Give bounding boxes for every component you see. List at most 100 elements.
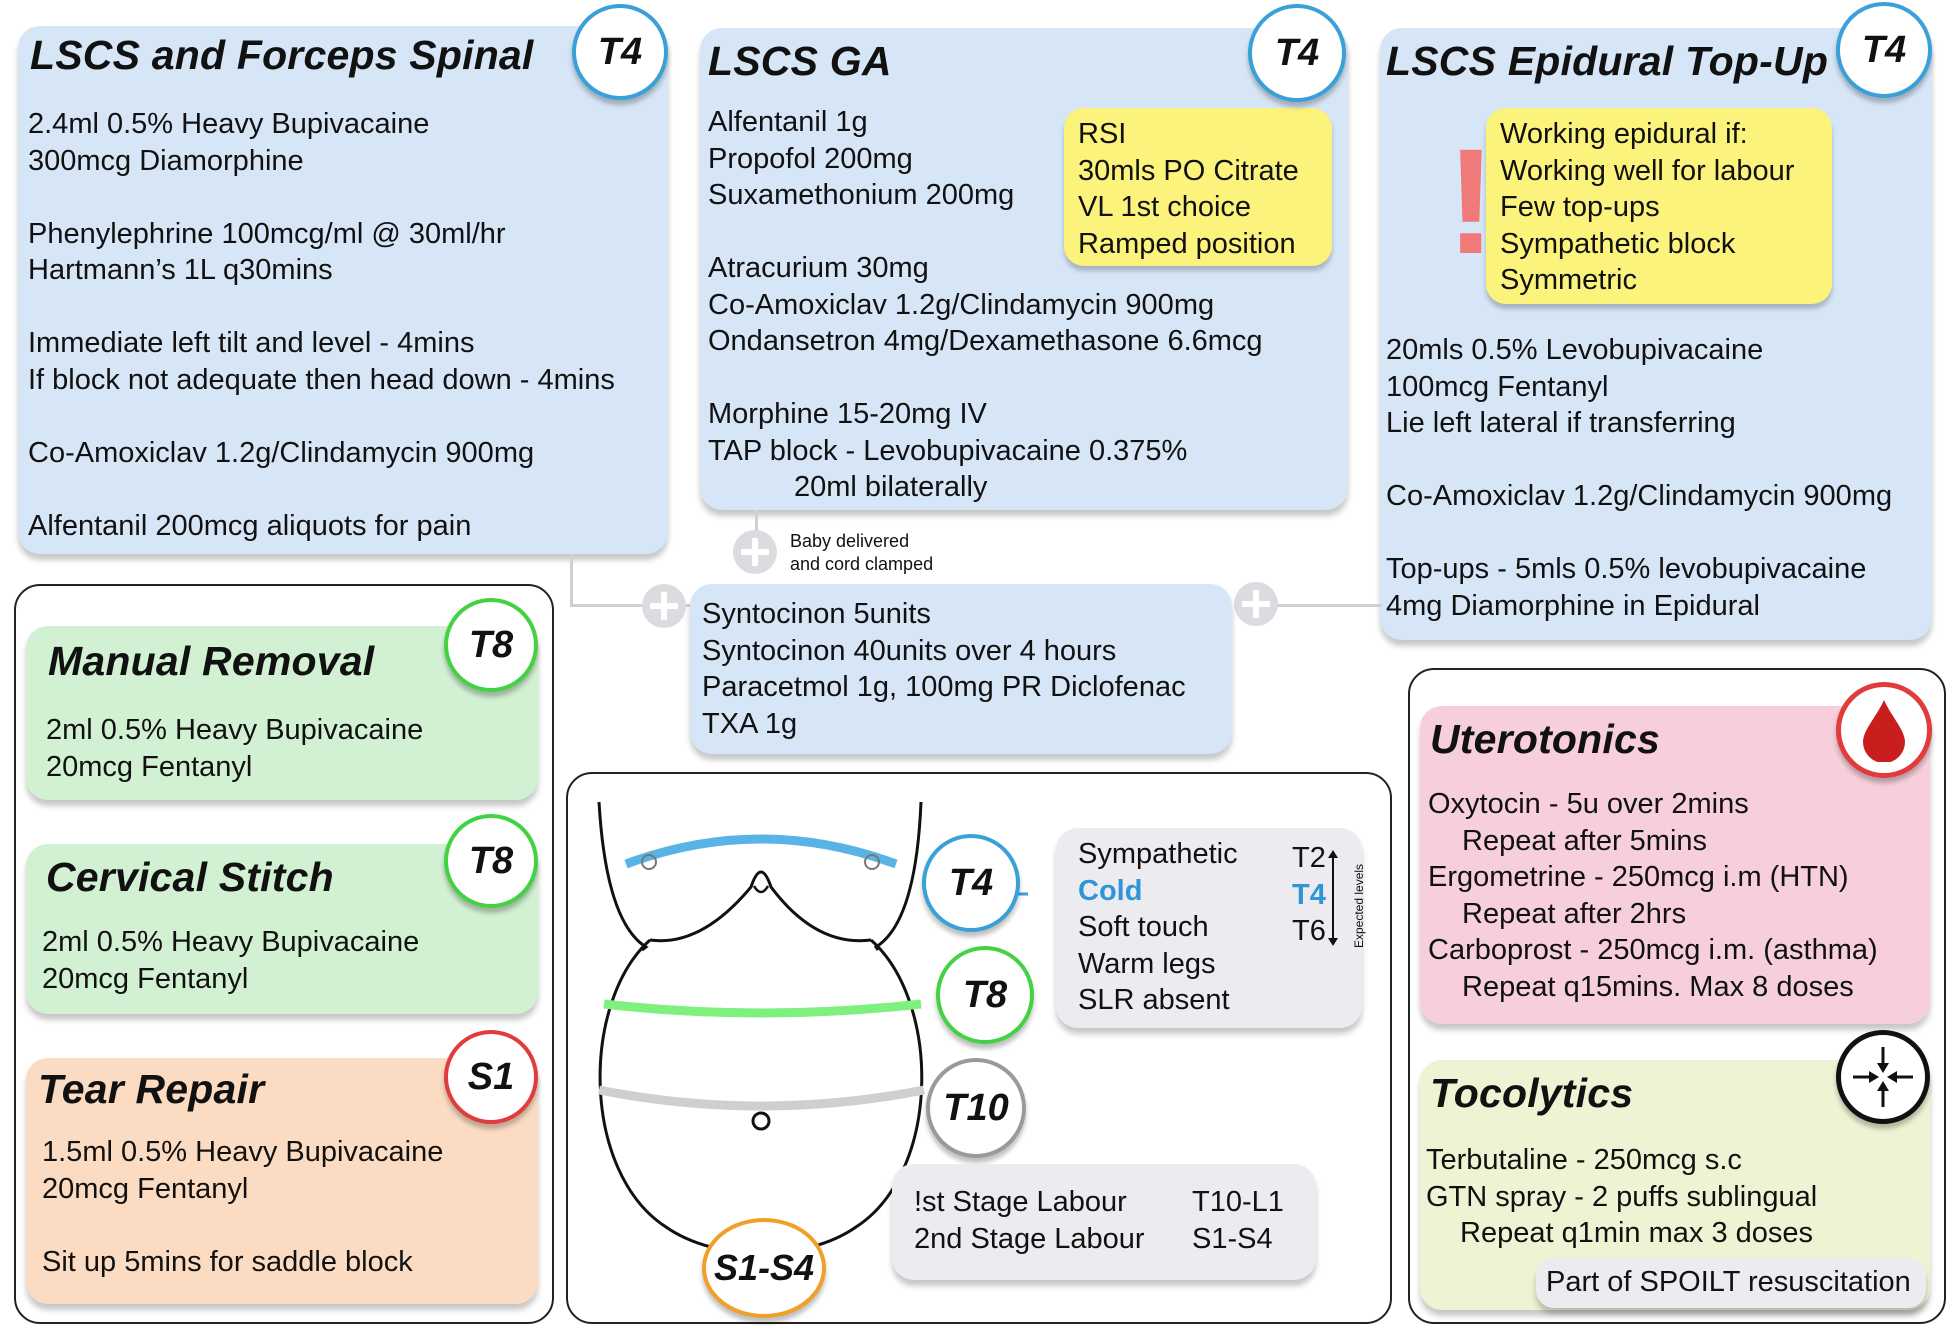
spinal-level-badge: T4 — [572, 4, 668, 100]
syntocinon-line: Syntocinon 40units over 4 hours — [702, 634, 1117, 667]
labour-stage-level: T10-L1 — [1192, 1186, 1284, 1218]
ga-note-line: VL 1st choice — [1078, 191, 1252, 223]
tocolytics-title: Tocolytics — [1430, 1070, 1634, 1116]
tocolytics-line: Repeat q1min max 3 doses — [1460, 1217, 1814, 1249]
tocolytics-body: Terbutaline - 250mcg s.c GTN spray - 2 p… — [1426, 1142, 1817, 1252]
uterotonics-card: Uterotonics Oxytocin - 5u over 2mins Rep… — [1420, 706, 1930, 1024]
manual-removal-level-badge: T8 — [444, 598, 538, 692]
ga-line: 20ml bilaterally — [794, 471, 988, 503]
dermatome-list: T2 T4 T6 — [1292, 840, 1326, 950]
spinal-title: LSCS and Forceps Spinal — [30, 32, 534, 78]
spinal-line: 2.4ml 0.5% Heavy Bupivacaine — [28, 108, 430, 140]
ga-note-line: 30mls PO Citrate — [1078, 154, 1299, 187]
plus-connector-icon — [1234, 582, 1278, 626]
spinal-line: If block not adequate then head down - 4… — [28, 363, 615, 396]
ga-title: LSCS GA — [708, 38, 892, 84]
epidural-level-badge: T4 — [1836, 2, 1932, 98]
epidural-line: Co-Amoxiclav 1.2g/Clindamycin 900mg — [1386, 480, 1893, 512]
epidural-line: 100mcg Fentanyl — [1386, 370, 1609, 403]
ga-line: Morphine 15-20mg IV — [708, 398, 987, 430]
spinal-card: LSCS and Forceps Spinal 2.4ml 0.5% Heavy… — [18, 26, 668, 554]
ga-body: Alfentanil 1g Propofol 200mg Suxamethoni… — [708, 104, 1263, 506]
expected-range-arrow-icon — [1328, 850, 1338, 946]
sensation-item-cold: Cold — [1078, 874, 1143, 907]
ga-line: Atracurium 30mg — [708, 252, 929, 284]
uterotonics-line: Repeat after 2hrs — [1462, 897, 1687, 930]
syntocinon-line: Paracetmol 1g, 100mg PR Diclofenac — [702, 671, 1186, 703]
connector-spinal-vert — [570, 554, 573, 606]
ga-line: Co-Amoxiclav 1.2g/Clindamycin 900mg — [708, 288, 1215, 321]
spinal-line: Co-Amoxiclav 1.2g/Clindamycin 900mg — [28, 436, 535, 469]
spinal-line — [28, 471, 615, 508]
ga-card: LSCS GA Alfentanil 1g Propofol 200mg Sux… — [700, 28, 1348, 510]
baby-line: Baby delivered — [790, 531, 910, 551]
epidural-note-line: Symmetric — [1500, 264, 1637, 296]
cervical-stitch-level-badge: T8 — [444, 814, 538, 908]
manual-line: 2ml 0.5% Heavy Bupivacaine — [46, 714, 424, 746]
labour-stage-levels: T10-L1 S1-S4 — [1192, 1184, 1284, 1257]
tocolytics-card: Tocolytics Terbutaline - 250mcg s.c GTN … — [1420, 1060, 1930, 1310]
uterotonics-line: Repeat after 5mins — [1462, 824, 1708, 857]
ga-note-line: Ramped position — [1078, 227, 1296, 260]
epidural-note-line: Few top-ups — [1500, 191, 1660, 223]
spinal-line — [28, 179, 615, 216]
ga-line: Propofol 200mg — [708, 142, 913, 175]
manual-removal-body: 2ml 0.5% Heavy Bupivacaine 20mcg Fentany… — [46, 712, 423, 785]
s1-s4-level-badge: S1-S4 — [702, 1218, 826, 1318]
connector-epidural-horiz — [1250, 604, 1382, 607]
cervical-stitch-title: Cervical Stitch — [46, 854, 334, 900]
epidural-title: LSCS Epidural Top-Up — [1386, 38, 1829, 84]
tear-line: 1.5ml 0.5% Heavy Bupivacaine — [42, 1136, 444, 1168]
labour-stage-name: 2nd Stage Labour — [914, 1222, 1145, 1255]
ga-line — [708, 360, 1263, 397]
epidural-line — [1386, 515, 1892, 552]
ga-level-badge: T4 — [1248, 4, 1346, 102]
labour-stage-name: !st Stage Labour — [914, 1186, 1127, 1218]
spinal-line: Phenylephrine 100mcg/ml @ 30ml/hr — [28, 217, 506, 250]
t4-level-badge: T4 — [922, 834, 1020, 932]
epidural-line: 20mls 0.5% Levobupivacaine — [1386, 334, 1764, 366]
tocolytics-line: Terbutaline - 250mcg s.c — [1426, 1144, 1742, 1176]
sensation-levels-panel: Sympathetic Cold Soft touch Warm legs SL… — [1056, 828, 1366, 1028]
dermatome-item-target: T4 — [1292, 878, 1326, 911]
uterotonics-line: Carboprost - 250mcg i.m. (asthma) — [1428, 934, 1878, 966]
spinal-line: Hartmann’s 1L q30mins — [28, 254, 333, 286]
epidural-body: 20mls 0.5% Levobupivacaine 100mcg Fentan… — [1386, 332, 1892, 624]
baby-line: and cord clamped — [790, 554, 934, 574]
labour-stage-panel: !st Stage Labour 2nd Stage Labour T10-L1… — [892, 1164, 1316, 1280]
epidural-note-line: Sympathetic block — [1500, 227, 1736, 260]
syntocinon-line: Syntocinon 5units — [702, 598, 931, 630]
epidural-note-line: Working well for labour — [1500, 154, 1795, 187]
cervical-line: 2ml 0.5% Heavy Bupivacaine — [42, 926, 420, 958]
tear-repair-title: Tear Repair — [38, 1066, 265, 1112]
t8-level-badge: T8 — [936, 946, 1034, 1044]
tocolytics-line: GTN spray - 2 puffs sublingual — [1426, 1180, 1818, 1213]
labour-stage-names: !st Stage Labour 2nd Stage Labour — [914, 1184, 1145, 1257]
epidural-working-note: Working epidural if: Working well for la… — [1486, 108, 1832, 304]
spinal-line: 300mcg Diamorphine — [28, 144, 304, 177]
connector-spinal-horiz — [570, 604, 690, 607]
syntocinon-body: Syntocinon 5units Syntocinon 40units ove… — [702, 596, 1186, 742]
plus-connector-icon — [733, 530, 777, 574]
tear-line — [42, 1207, 443, 1244]
cervical-stitch-body: 2ml 0.5% Heavy Bupivacaine 20mcg Fentany… — [42, 924, 419, 997]
manual-line: 20mcg Fentanyl — [46, 750, 253, 783]
sensation-item: SLR absent — [1078, 984, 1230, 1016]
syntocinon-card: Syntocinon 5units Syntocinon 40units ove… — [690, 584, 1232, 754]
manual-removal-title: Manual Removal — [48, 638, 375, 684]
tear-line: 20mcg Fentanyl — [42, 1172, 249, 1205]
ga-line: TAP block - Levobupivacaine 0.375% — [708, 434, 1188, 467]
cervical-line: 20mcg Fentanyl — [42, 962, 249, 995]
t10-level-badge: T10 — [926, 1058, 1026, 1158]
tear-repair-body: 1.5ml 0.5% Heavy Bupivacaine 20mcg Fenta… — [42, 1134, 443, 1280]
epidural-card: LSCS Epidural Top-Up ! Working epidural … — [1380, 28, 1932, 640]
tear-repair-level-badge: S1 — [444, 1030, 538, 1124]
syntocinon-line: TXA 1g — [702, 707, 798, 740]
ga-line: Alfentanil 1g — [708, 106, 868, 138]
uterotonics-title: Uterotonics — [1430, 716, 1661, 762]
epidural-line: Top-ups - 5mls 0.5% levobupivacaine — [1386, 553, 1867, 585]
dermatome-item: T2 — [1292, 842, 1326, 874]
uterotonics-line: Repeat q15mins. Max 8 doses — [1462, 970, 1854, 1003]
sensation-item: Sympathetic — [1078, 838, 1238, 870]
spinal-line: Immediate left tilt and level - 4mins — [28, 327, 475, 359]
